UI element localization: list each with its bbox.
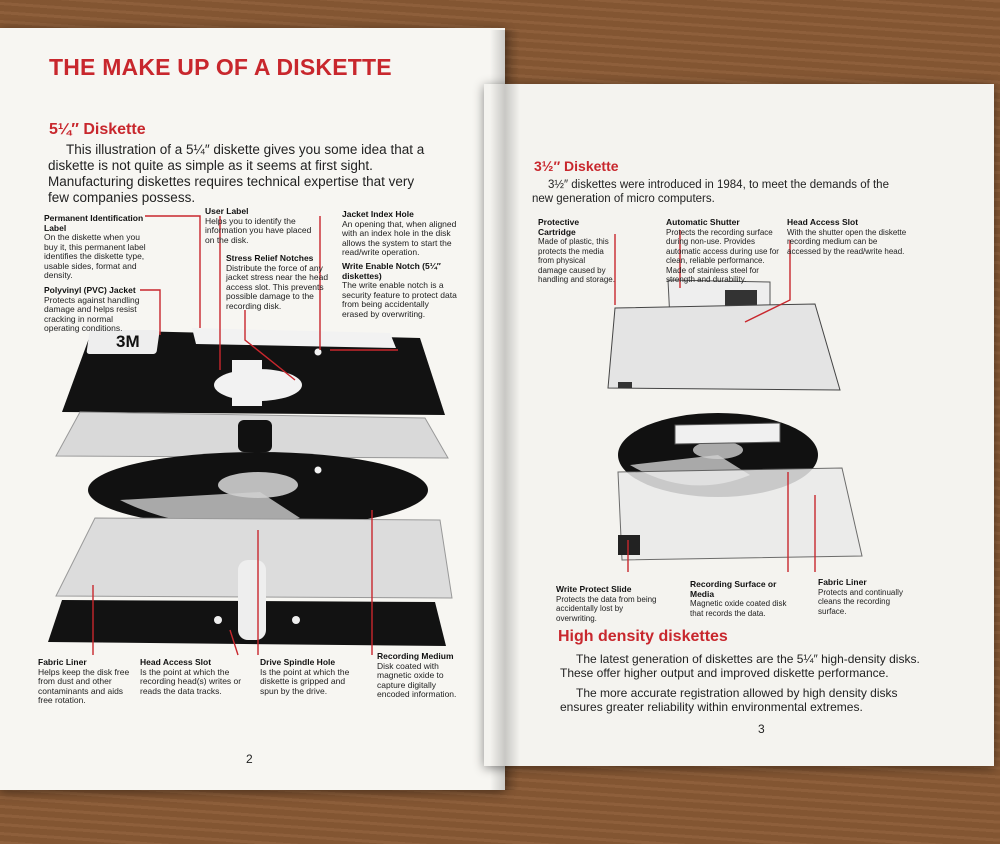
index-hole-top (314, 348, 322, 356)
disk-shine (120, 492, 300, 526)
intro-3-5: 3½″ diskettes were introduced in 1984, t… (532, 179, 889, 205)
hd-title: High density diskettes (558, 628, 728, 645)
user-label-area (192, 328, 396, 348)
diskette-3-5-diagram (607, 230, 863, 572)
head-slot-top (232, 360, 262, 406)
intro-paragraph: This illustration of a 5¼″ diskette give… (48, 142, 425, 205)
hub (238, 420, 272, 452)
head-slot-bottom (238, 560, 266, 640)
page-title: THE MAKE UP OF A DISKETTE (49, 54, 392, 80)
liner-bottom-layer (55, 517, 453, 599)
label-write-enable-notch: Write Enable Notch (5¼″ diskettes)The wr… (342, 261, 457, 319)
write-protect-slide (618, 535, 640, 555)
metal-hub (693, 441, 743, 459)
page-number-right: 3 (758, 722, 765, 736)
disk-index-hole (314, 466, 322, 474)
subtitle-5-25: 5¼″ Diskette (49, 121, 146, 138)
brand-logo-3m: 3M (110, 332, 146, 352)
cartridge-bottom (617, 467, 863, 561)
hd-paragraph-1: The latest generation of diskettes are t… (560, 652, 920, 680)
book-gutter (490, 30, 520, 790)
subtitle-3-5: 3½″ Diskette (534, 158, 619, 174)
cartridge-top (607, 303, 841, 391)
disk-hub-ring (218, 472, 298, 498)
hd-paragraph-2: The more accurate registration allowed b… (560, 686, 898, 714)
diskette-5-25-diagram (48, 215, 453, 656)
page-number-left: 2 (246, 752, 253, 766)
